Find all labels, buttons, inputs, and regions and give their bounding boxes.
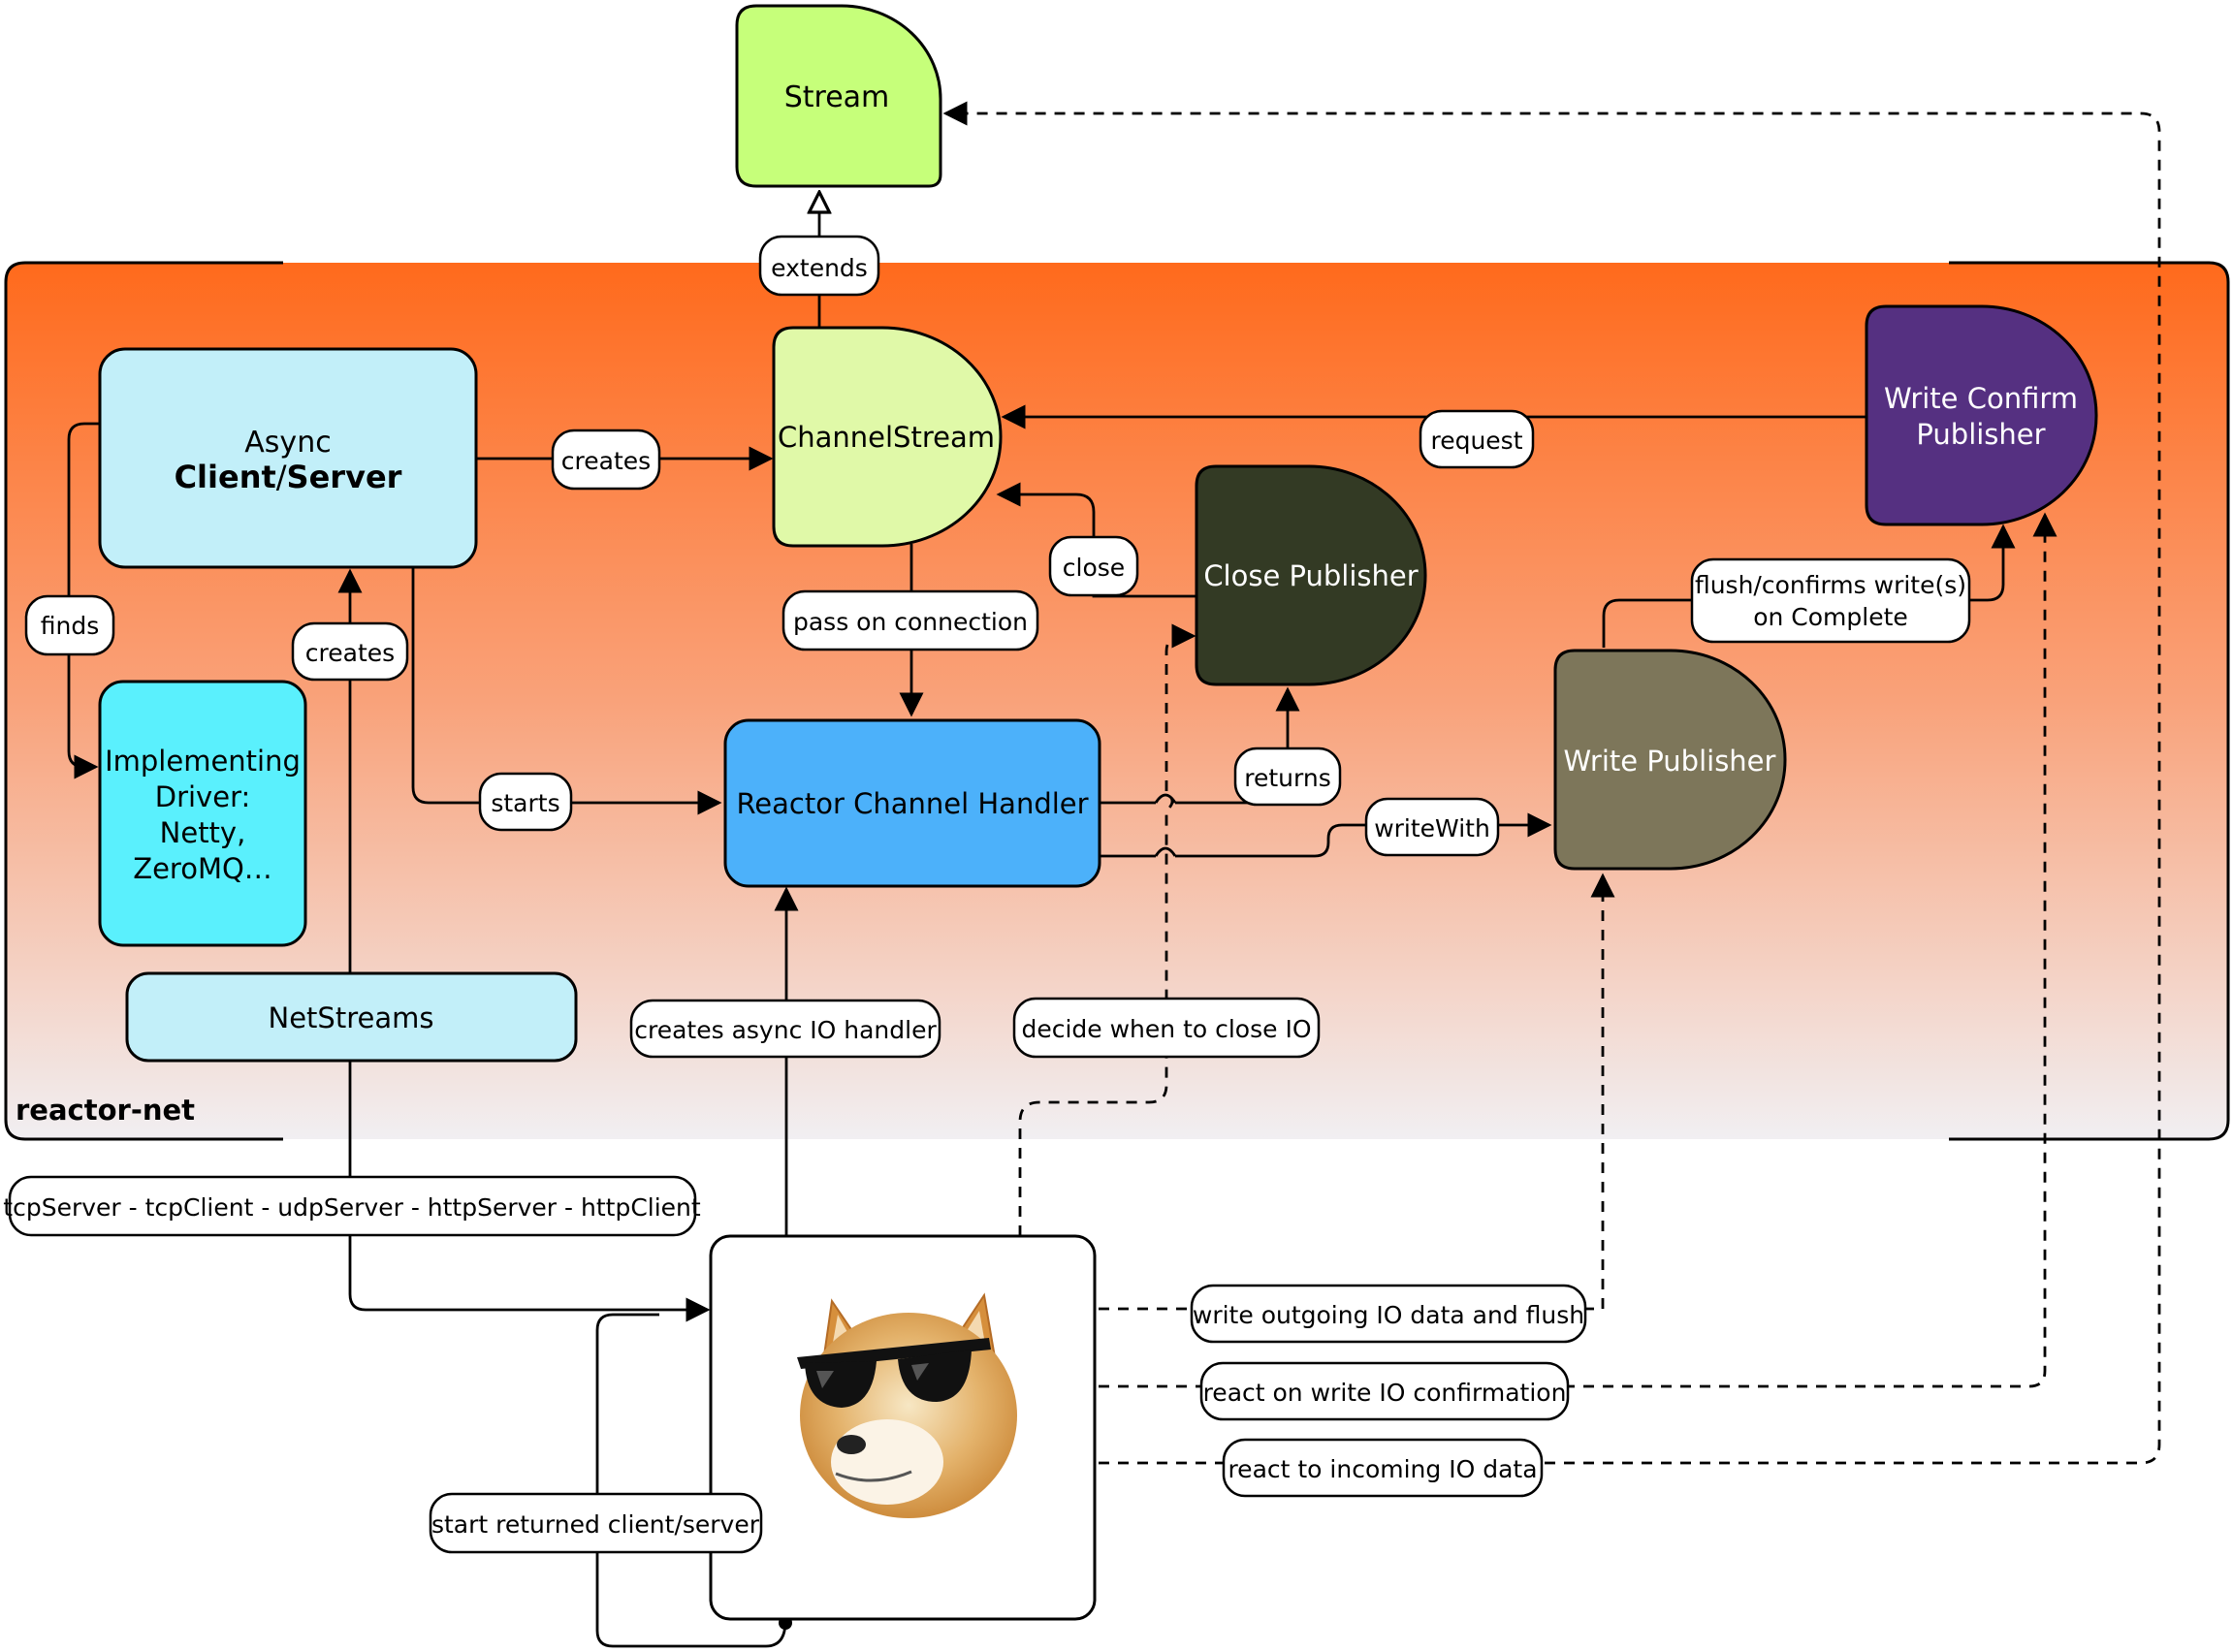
label-factories: tcpServer - tcpClient - udpServer - http… (3, 1175, 701, 1237)
label-writewith: writeWith (1364, 797, 1500, 857)
label-creates-async-io-handler: creates async IO handler (629, 999, 941, 1059)
stream-node[interactable]: Stream (735, 4, 942, 188)
write-confirm-line2: Publisher (1916, 418, 2045, 451)
label-write-outgoing: write outgoing IO data and flush (1190, 1284, 1587, 1344)
svg-text:close: close (1063, 554, 1125, 582)
netstreams-node[interactable]: NetStreams (125, 971, 578, 1063)
close-publisher-label: Close Publisher (1203, 559, 1418, 592)
svg-text:writeWith: writeWith (1374, 814, 1490, 842)
edge-close (996, 482, 1196, 598)
driver-line3: Netty, (160, 816, 246, 849)
doge-image (797, 1292, 1017, 1518)
label-request: request (1419, 409, 1535, 469)
svg-text:creates: creates (305, 639, 395, 667)
driver-line4: ZeroMQ… (133, 852, 272, 885)
write-publisher-node[interactable]: Write Publisher (1553, 649, 1787, 871)
label-returns: returns (1233, 747, 1342, 807)
driver-line1: Implementing (105, 745, 301, 778)
edge-react-incoming (942, 101, 2161, 1465)
dashed-edges (942, 101, 2161, 1465)
label-creates-async: creates (291, 621, 409, 682)
driver-line2: Driver: (155, 780, 251, 813)
svg-text:returns: returns (1244, 764, 1330, 792)
svg-text:tcpServer - tcpClient - udpSer: tcpServer - tcpClient - udpServer - http… (3, 1193, 701, 1222)
channel-stream-node[interactable]: ChannelStream (772, 326, 1003, 548)
label-starts: starts (478, 772, 573, 832)
edge-react-write-confirm (1099, 512, 2058, 1388)
reactor-channel-handler-node[interactable]: Reactor Channel Handler (723, 718, 1101, 888)
edge-start-returned (595, 1313, 787, 1648)
implementing-driver-node[interactable]: Implementing Driver: Netty, ZeroMQ… (98, 680, 307, 947)
label-pass-on-connection: pass on connection (782, 589, 1039, 651)
svg-text:finds: finds (41, 612, 100, 640)
svg-text:request: request (1430, 427, 1522, 455)
edge-labels: extends creates request close finds crea… (3, 235, 1971, 1554)
svg-text:pass on connection: pass on connection (793, 608, 1028, 636)
svg-text:write outgoing IO data and flu: write outgoing IO data and flush (1193, 1301, 1584, 1329)
label-creates-channelstream: creates (551, 429, 661, 491)
svg-text:start returned client/server: start returned client/server (431, 1510, 760, 1539)
svg-text:extends: extends (771, 254, 868, 282)
svg-text:on Complete: on Complete (1753, 603, 1908, 631)
label-start-returned: start returned client/server (429, 1492, 763, 1554)
async-client-server-node[interactable]: Async Client/Server (98, 347, 478, 569)
edge-starts (411, 567, 722, 815)
svg-text:creates: creates (561, 447, 651, 475)
reactor-handler-label: Reactor Channel Handler (736, 787, 1088, 820)
label-finds: finds (24, 594, 115, 656)
write-publisher-label: Write Publisher (1564, 745, 1776, 778)
svg-text:decide when to close IO: decide when to close IO (1021, 1015, 1311, 1043)
svg-text:flush/confirms write(s): flush/confirms write(s) (1695, 571, 1966, 599)
svg-text:creates async IO handler: creates async IO handler (634, 1016, 937, 1044)
label-decide-close: decide when to close IO (1012, 997, 1321, 1059)
async-label: Async (244, 426, 331, 460)
label-close: close (1048, 535, 1139, 597)
close-publisher-node[interactable]: Close Publisher (1195, 464, 1427, 686)
stream-label: Stream (784, 80, 890, 114)
label-react-write-confirm: react on write IO confirmation (1199, 1361, 1570, 1421)
svg-text:react on write IO confirmation: react on write IO confirmation (1203, 1379, 1567, 1407)
label-react-incoming: react to incoming IO data (1222, 1438, 1544, 1498)
svg-text:react to incoming IO data: react to incoming IO data (1228, 1455, 1537, 1483)
client-server-label: Client/Server (175, 459, 402, 495)
user-node[interactable]: doge-with-sunglasses (0, 0, 1097, 1621)
channel-stream-label: ChannelStream (778, 421, 995, 454)
edge-write-outgoing (1099, 873, 1615, 1311)
write-confirm-publisher-node[interactable]: Write Confirm Publisher (1865, 304, 2098, 526)
container-label: reactor-net (16, 1094, 195, 1127)
label-flush-confirms: flush/confirms write(s) on Complete (1690, 557, 1971, 644)
write-confirm-line1: Write Confirm (1884, 382, 2078, 415)
edge-writewith (1100, 825, 1549, 858)
label-extends: extends (758, 235, 880, 297)
netstreams-label: NetStreams (269, 1001, 434, 1034)
svg-text:starts: starts (491, 789, 559, 817)
